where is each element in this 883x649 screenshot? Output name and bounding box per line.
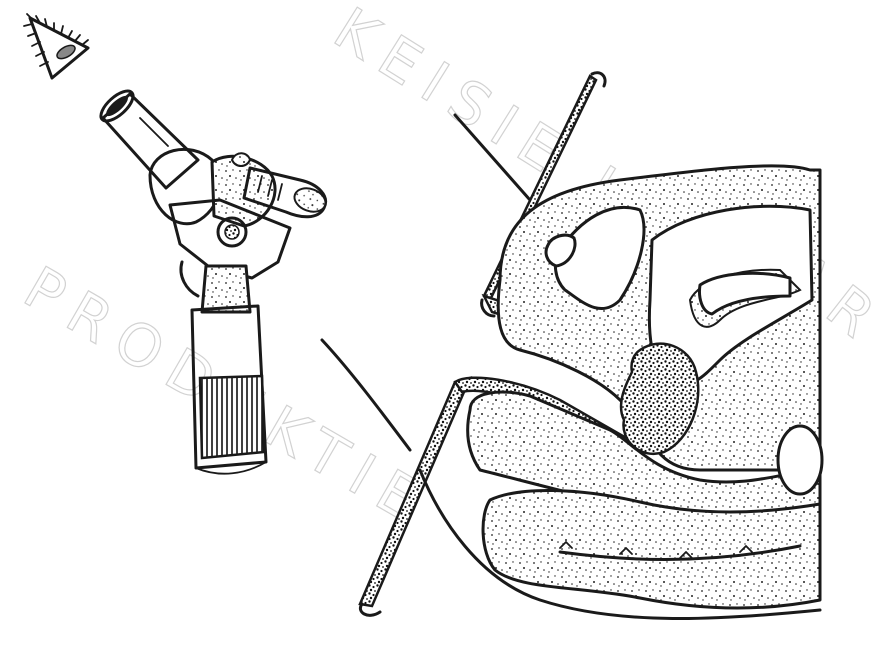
magnifier-icon	[24, 14, 88, 78]
